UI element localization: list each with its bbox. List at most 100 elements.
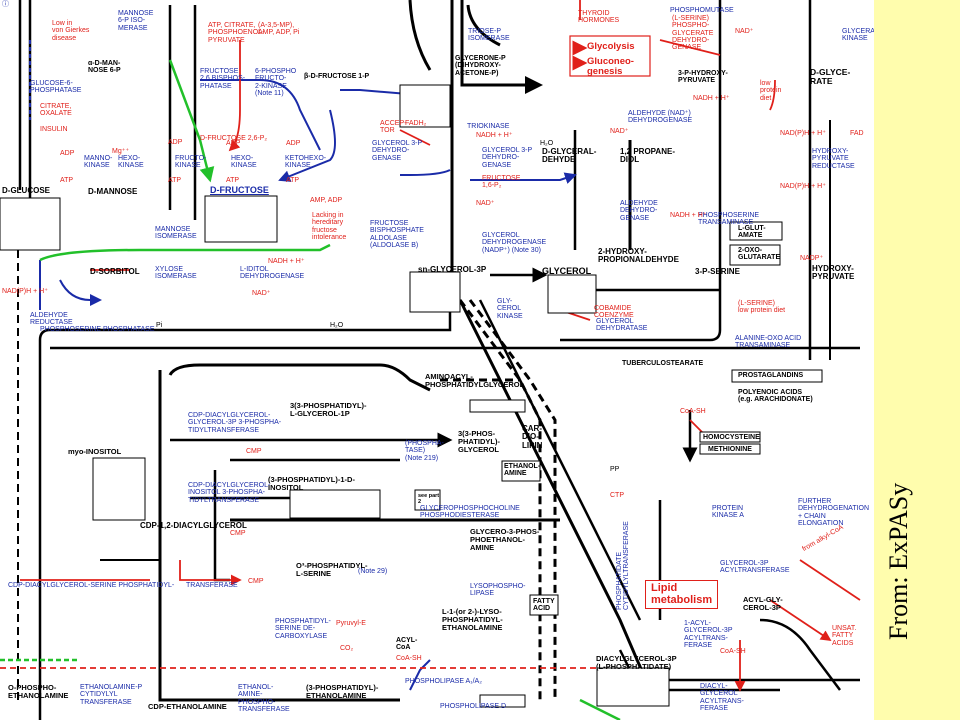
ketohexokinase-label: KETOHEXO- KINASE <box>285 155 327 170</box>
phosphatidyl-inositol-compound: (3-PHOSPHATIDYL)-1-D- INOSITOL <box>268 475 355 492</box>
polyenoic-compound: POLYENOIC ACIDS (e.g. ARACHIDONATE) <box>738 389 813 404</box>
phospholipase-a-label: PHOSPHOLIPASE A₁/A₂ <box>405 678 482 685</box>
phosphatase-label: (PHOSPHA- TASE) (Note 219) <box>405 440 444 462</box>
triokinase-label: TRIOKINASE <box>467 123 510 130</box>
prostaglandins-compound: PROSTAGLANDINS <box>738 372 804 379</box>
cdp-ethanolamine-compound: CDP-ETHANOLAMINE <box>148 702 227 711</box>
atp-cofactor-3: ATP <box>226 177 240 184</box>
cardiolipin-compound: CAR- DIO- LIPIN <box>522 424 543 450</box>
serine-3p-compound: 3-P-SERINE <box>695 267 740 276</box>
d-mannose-compound: D-MANNOSE <box>88 187 138 196</box>
aminoacyl-pg-compound: AMINOACYL- PHOSPHATIDYLGLYCEROL <box>425 372 525 389</box>
homocysteine-compound: HOMOCYSTEINE <box>703 434 760 441</box>
d-glycerate-compound: D-GLYCE- RATE <box>810 67 851 86</box>
l-iditol-label: L-IDITOL DEHYDROGENASE <box>240 266 305 281</box>
adp-cofactor-3: ADP <box>226 140 241 147</box>
fructose-bisphosphatase-label: FRUCTOSE 2,6 BISPHOS- PHATASE <box>200 68 246 90</box>
glycerate-kinase-label: GLYCERATE KINASE <box>842 28 874 43</box>
citrate-note: CITRATE, OXALATE <box>40 103 72 118</box>
diacylglycerol-3p-compound: DIACYLGLYCEROL-3P (L-PHOSPHATIDATE) <box>596 654 677 671</box>
hexokinase-label: HEXO- KINASE <box>118 155 144 170</box>
h2o-cofactor-2: H₂O <box>330 322 344 329</box>
fad-cofactor: FAD <box>850 130 864 137</box>
ethanolamine-compound: ETHANOL- AMINE <box>504 463 541 478</box>
ctp-cofactor-1: CTP <box>610 492 624 499</box>
coa-sh-note-3: CoA-SH <box>396 655 422 662</box>
note-29: (Note 29) <box>358 568 388 575</box>
hexokinase-2-label: HEXO- KINASE <box>231 155 257 170</box>
amp-adp-note: AMP, ADP <box>310 197 343 204</box>
l-serine-low-note: (L-SERINE) low protein diet <box>738 300 786 315</box>
ethanolamine-cytidylyltransferase-label: ETHANOLAMINE-P CYTIDYLYL TRANSFERASE <box>80 684 143 706</box>
atp-cofactor-2: ATP <box>168 177 182 184</box>
glycerone-p-compound: GLYCERONE-P (DIHYDROXY- ACETONE-P) <box>455 55 506 77</box>
lipid-metabolism-box: Lipid metabolism <box>645 580 719 610</box>
methionine-compound: METHIONINE <box>708 446 752 453</box>
nadh-cofactor-3: NADH + H⁺ <box>693 95 730 102</box>
hydroxypyruvate-compound: HYDROXY- PYRUVATE <box>812 264 855 282</box>
green-paths <box>0 59 621 720</box>
acceptor-note: ACCEP- TOR <box>380 120 407 135</box>
myo-inositol-compound: myo-INOSITOL <box>68 447 122 456</box>
von-gierke-note: Low in von Gierkes disease <box>52 20 90 42</box>
diacylglycerol-acyltransferase-label: DIACYL- GLYCEROL ACYLTRANS- FERASE <box>700 683 744 713</box>
sn-glycerol-3p-compound: sn-GLYCEROL-3P <box>418 265 487 274</box>
pi-cofactor-1: Pi <box>156 322 163 329</box>
glycolysis-legend-box <box>569 35 651 77</box>
nad-cofactor-3: NAD⁺ <box>610 128 629 135</box>
legend-gluconeogenesis: Gluconeo- genesis <box>587 56 634 77</box>
fructose-16p2-note: FRUCTOSE 1,6-P₂ <box>482 175 521 190</box>
atp-citrate-note: ATP, CITRATE, PHOSPHOENOL- PYRUVATE <box>208 22 265 44</box>
aldehyde-dehydrogenase-label: ALDEHYDE (NAD⁺) DEHYDROGENASE <box>628 110 693 125</box>
nadp-cofactor-1: NADP⁺ <box>800 255 824 262</box>
adp-cofactor-2: ADP <box>168 139 183 146</box>
cdp-diacylglycerol-inositol-label: CDP-DIACYLGLYCEROL- INOSITOL 3-PHOSPHA- … <box>188 482 271 504</box>
nadh-cofactor-1: NADH + H⁺ <box>476 132 513 139</box>
glycerophosphoethanolamine-compound: GLYCERO-3-PHOS- PHOETHANOL- AMINE <box>470 527 540 552</box>
acyl-coa-compound: ACYL- CoA <box>396 637 418 652</box>
adp-cofactor-1: ADP <box>60 150 75 157</box>
unsat-fatty-note: UNSAT. FATTY ACIDS <box>832 625 857 647</box>
phospholipase-d-label: PHOSPHOLIPASE D <box>440 703 507 710</box>
d-sorbitol-compound: D-SORBITOL <box>90 267 140 276</box>
blue-paths <box>29 40 577 691</box>
see-part-note: see part 2 <box>418 493 440 505</box>
phosphoglycerate-dehydrogenase-label: (L-SERINE) PHOSPHO- GLYCERATE DEHYDRO- G… <box>672 15 714 52</box>
oxoglutarate-compound: 2-OXO- GLUTARATE <box>738 247 781 262</box>
hydroxypyruvate-reductase-label: HYDROXY- PYRUVATE REDUCTASE <box>812 148 855 170</box>
structure-boxes <box>0 84 823 708</box>
glycerol-dehydrogenase-label: GLYCEROL DEHYDROGENASE (NADP⁺) (Note 30) <box>482 232 547 254</box>
cobamide-note: COBAMIDE COENZYME <box>594 305 634 320</box>
tuberculostearate-compound: TUBERCULOSTEARATE <box>622 360 704 367</box>
coa-sh-note: CoA-SH <box>680 408 706 415</box>
atp-cofactor-4: ATP <box>286 177 300 184</box>
fadh2-note: FADH₂ <box>405 120 427 127</box>
cmp-cofactor-3: CMP <box>246 448 262 455</box>
source-label: From: ExPASy <box>884 482 913 640</box>
fructose-1p-compound: β-D-FRUCTOSE 1-P <box>304 73 370 80</box>
main-black-paths <box>18 0 860 720</box>
hydroxypropionaldehyde-compound: 2-HYDROXY- PROPIONALDEHYDE <box>598 247 679 265</box>
nadph-cofactor: NAD(P)H + H⁺ <box>2 288 48 295</box>
mannose-isomerase-label: MANNOSE ISOMERASE <box>155 226 197 241</box>
protein-kinase-label: PROTEIN KINASE A <box>712 505 744 520</box>
o-phosphoethanolamine-compound: O-PHOSPHO- ETHANOLAMINE <box>8 683 69 700</box>
cdp-diacylglycerol-glycerol-label: CDP-DIACYLGLYCEROL- GLYCEROL-3P 3-PHOSPH… <box>188 412 282 434</box>
nad-cofactor-4: NAD⁺ <box>735 28 754 35</box>
fatty-acid-compound: FATTY ACID <box>533 598 555 613</box>
acylglycerol-3p-compound: ACYL-GLY- CEROL-3P <box>743 595 783 612</box>
metabolic-pathway-chart: ⓘ Low in von Gierkes disease GLUCOSE-6- … <box>0 0 874 720</box>
phosphatidyl-glycerol-2-compound: 3(3-PHOS- PHATIDYL)- GLYCEROL <box>458 429 500 454</box>
fructose-intolerance-note: Lacking in hereditary fructose intoleran… <box>312 212 347 242</box>
propanediol-compound: 1,2 PROPANE- DIOL <box>620 147 675 165</box>
triose-isomerase-label: TRIOSE-P ISOMERASE <box>468 28 510 43</box>
phospho-fructo-kinase-note: (A-3,5-MP), AMP, ADP, Pi <box>258 22 300 37</box>
low-protein-note: low protein diet <box>760 80 782 102</box>
cmp-cofactor-1: CMP <box>230 530 246 537</box>
alanine-transaminase-label: ALANINE-OXO ACID TRANSAMINASE <box>735 335 802 350</box>
red-paths <box>0 0 861 692</box>
phosphatidyl-glycerol-compound: 3(3-PHOSPHATIDYL)- L-GLYCEROL-1P <box>290 401 367 418</box>
glycerol-3p-acyltransferase-label: GLYCEROL-3P ACYLTRANSFERASE <box>720 560 790 575</box>
pathway-mark: ⓘ <box>2 1 9 8</box>
glycerol-3p-dehydrogenase-2-label: GLYCEROL 3-P DEHYDRO- GENASE <box>482 147 533 169</box>
